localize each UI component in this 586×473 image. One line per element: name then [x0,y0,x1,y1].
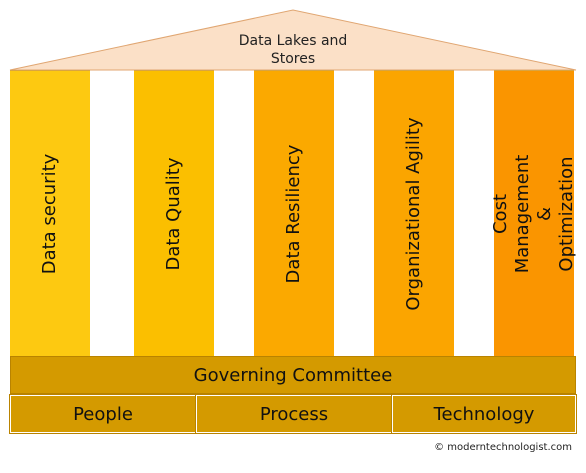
pillar-label: Data security [39,153,60,274]
copyright-text: © moderntechnologist.com [434,442,572,453]
foundation-people: People [9,394,197,434]
foundation-technology: Technology [391,394,577,434]
foundation-label: Process [259,403,329,425]
pillar-cost-management: Cost Management & Optimization [490,70,577,356]
governing-committee-band: Governing Committee [10,356,576,394]
foundation-label: People [73,403,133,425]
roof-label: Data Lakes and Stores [238,33,348,67]
pillar-organizational-agility: Organizational Agility [374,70,454,356]
pillar-data-quality: Data Quality [134,70,214,356]
foundation-process: Process [195,394,393,434]
pillar-label: Cost Management & Optimization [490,154,577,273]
pillar-data-security: Data security [10,70,90,356]
pillar-label: Data Quality [163,156,184,271]
governing-committee-label: Governing Committee [193,364,393,386]
foundation-label: Technology [433,403,535,425]
pillar-label: Organizational Agility [403,116,424,311]
pillar-data-resiliency: Data Resiliency [254,70,334,356]
pillar-label: Data Resiliency [283,144,304,283]
